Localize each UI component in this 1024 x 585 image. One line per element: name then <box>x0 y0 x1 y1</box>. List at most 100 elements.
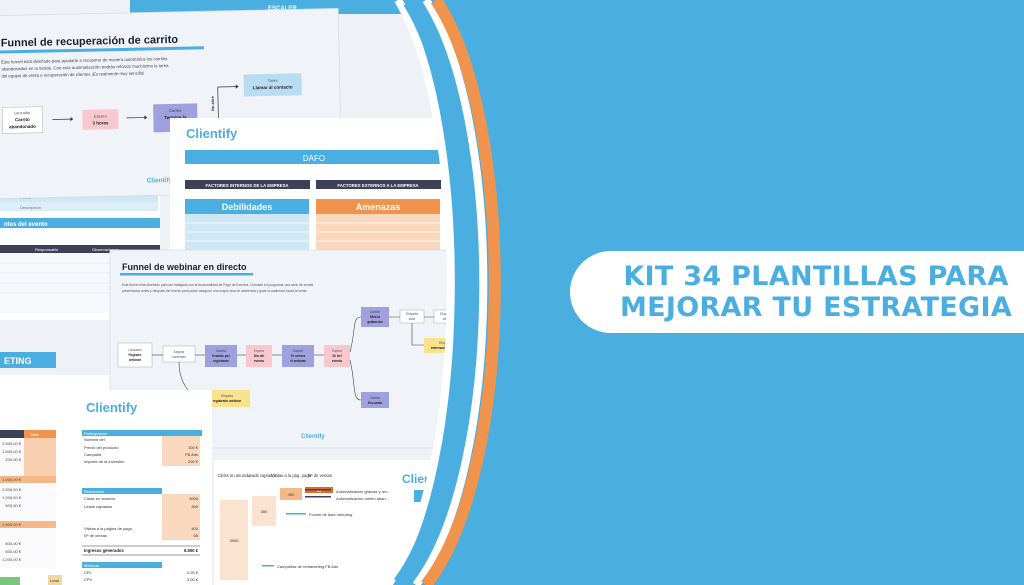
node-text: contenido <box>172 355 186 359</box>
roi-value: 300 <box>191 504 198 509</box>
node-text: Gracias por <box>212 354 230 358</box>
blue-arc <box>393 0 478 585</box>
node-text: Espera <box>332 349 342 353</box>
node-text: Espera <box>254 349 264 353</box>
roi-label: Visitas a la página de pago <box>84 526 133 531</box>
roi-label: CPL <box>84 570 93 575</box>
branch-label: No abre <box>210 95 215 111</box>
roi-label: Nombre del <box>84 437 105 442</box>
col-observaciones: Observaciones <box>92 247 119 252</box>
white-arc <box>412 0 488 585</box>
node-text: Asignar <box>174 350 186 354</box>
node-text: Termine la <box>164 115 187 120</box>
carrito-title: Funnel de recuperación de carrito <box>1 34 179 50</box>
node-text: Correo <box>370 396 380 400</box>
dafo-col-external: FACTORES EXTERNOS A LA EMPRESA <box>337 183 418 188</box>
node-text: 2h del <box>332 354 341 358</box>
lead-label: Lead <box>50 578 59 583</box>
roi-value: 3000 <box>189 496 199 501</box>
funnel-col: Clicks en anuncio <box>218 473 251 478</box>
node-text: Espera <box>94 113 108 118</box>
node-text: interesado compra <box>431 346 460 350</box>
roi-label: CPV <box>84 577 93 582</box>
carrito-desc: abandonados en tu tienda. Con esta autom… <box>1 63 169 72</box>
roi-value: FB Ads <box>185 452 198 457</box>
budget-value: 800,00 € <box>5 541 21 546</box>
node-text: Lanzador <box>128 348 142 352</box>
node-text: Registro <box>129 353 142 357</box>
funnel-legend: Automatización gracias y rec... <box>336 489 390 494</box>
funnel-value: 3000 <box>230 538 240 543</box>
node-text: 3 horas <box>92 120 109 125</box>
clientify-logo: Clientify <box>86 400 138 415</box>
node-text: Mira la <box>370 315 380 319</box>
node-text: Encuesta <box>368 401 382 405</box>
webinar-desc: presentados antes y después del evento p… <box>122 289 307 293</box>
budget-value: 1.500,00 € <box>2 449 22 454</box>
node-text: Correo <box>370 310 380 314</box>
node-text: Lanzador <box>14 110 31 115</box>
node-text: Día del <box>254 354 265 358</box>
node-text: webinar <box>128 358 142 362</box>
income-value: 6.500 € <box>184 548 199 553</box>
roi-label: Nº de ventas <box>84 533 107 538</box>
top-strip <box>130 0 451 14</box>
carrito-desc: del equipo de venta o recuperación de cl… <box>1 71 144 79</box>
node-text: Correo <box>169 108 182 113</box>
roi-value: 65 <box>194 533 199 538</box>
dafo-title: DAFO <box>303 154 325 163</box>
roi-value: 100 € <box>188 445 199 450</box>
income-label: Ingresos generados <box>84 548 124 553</box>
clientify-logo: Clientify <box>301 434 325 440</box>
dafo-col-internal: FACTORES INTERNOS DE LA EMPRESA <box>205 183 288 188</box>
node-text: Etiqueta <box>439 341 451 345</box>
budget-value: 500,00 € <box>5 549 21 554</box>
orange-arc <box>421 0 501 585</box>
dafo-debilidades: Debilidades <box>222 202 273 212</box>
budget-value: 1.200,00 € <box>2 495 22 500</box>
funnel-value: 400 <box>288 492 295 497</box>
clientify-logo: Clientify <box>147 177 173 185</box>
budget-value: 1.000,00 € <box>2 477 22 482</box>
node-text: visto <box>443 317 450 321</box>
carrito-desc: Este funnel está diseñado para ayudarte … <box>1 56 167 64</box>
funnel-value: 300 <box>261 509 268 514</box>
totals-header: Total <box>30 432 39 437</box>
funnel-col: Nº de ventas <box>308 473 332 478</box>
col-responsable: Responsable <box>35 247 59 252</box>
roi-head: Participación <box>84 431 107 436</box>
roi-label: Leads captados <box>84 504 112 509</box>
node-text: Etiqueta <box>221 394 233 398</box>
node-text: Etiqueta <box>440 312 452 316</box>
dafo-amenazas: Amenazas <box>356 202 401 212</box>
budget-value: 2.500,00 € <box>2 487 22 492</box>
budget-value: 2.500,00 € <box>2 441 22 446</box>
node-text: Correo <box>216 349 226 353</box>
roi-label: Precio del producto <box>84 445 119 450</box>
card-roi: Clientify Participación Nombre del Preci… <box>62 390 212 585</box>
roi-value: 200 € <box>188 459 199 464</box>
node-text: Tarea <box>268 78 279 83</box>
roi-value: 0,25 € <box>187 570 199 575</box>
funnel-legend: Funnel de lead nurturing <box>309 512 352 517</box>
budget-value: 1.200,00 € <box>2 557 22 562</box>
budget-value: 500,00 € <box>5 503 21 508</box>
node-text: evento <box>332 359 342 363</box>
node-text: registrado webinar <box>213 399 242 403</box>
white-arc <box>384 0 455 585</box>
node-text: registrarte <box>213 359 229 363</box>
headline-banner: KIT 34 PLANTILLAS PARA MEJORAR TU ESTRAT… <box>570 251 1024 333</box>
marketing-label: ETING <box>4 356 32 366</box>
node-text: evento <box>254 359 264 363</box>
funnel-legend: Campañas de remarketing FB Ads <box>277 564 338 569</box>
field-descripcion: Descripción <box>20 205 41 210</box>
top-strip-label: ESCALER... <box>268 6 302 12</box>
budget-value: 2.500,00 € <box>2 522 22 527</box>
node-text: Carrito <box>15 117 30 122</box>
node-text: Te vemos <box>291 354 306 358</box>
node-text: abandonado <box>9 124 36 130</box>
roi-value: 3,00 € <box>187 577 199 582</box>
clientify-logo: Clientify <box>186 126 238 141</box>
node-text: visto <box>409 317 416 321</box>
